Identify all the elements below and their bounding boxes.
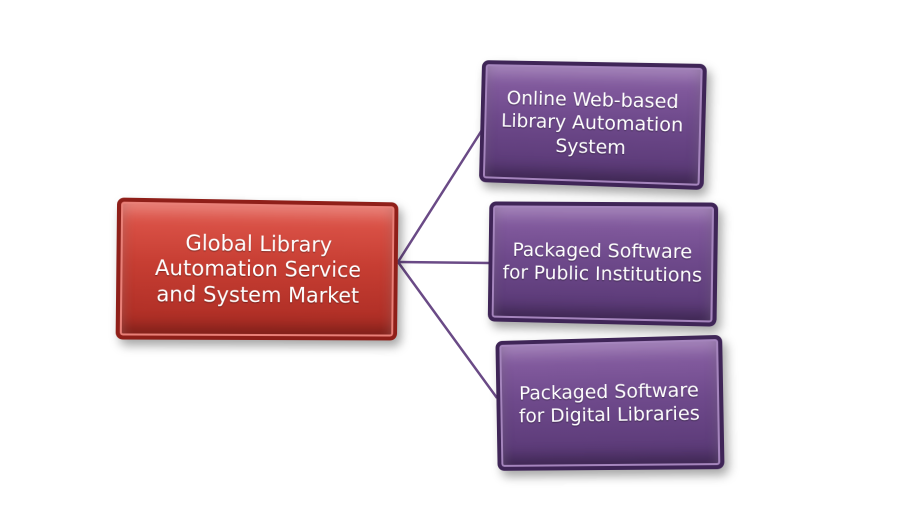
connector-root-to-web-based	[396, 129, 484, 263]
connector-root-to-digital-libraries	[396, 261, 499, 399]
child-node-text: Online Web-based Library Automation Syst…	[500, 87, 684, 161]
child-node-online-web-based-system: Online Web-based Library Automation Syst…	[478, 60, 707, 191]
connector-root-to-public-institutions	[397, 260, 491, 265]
child-node-text: Packaged Software for Public Institution…	[502, 239, 702, 288]
child-node-text: Packaged Software for Digital Libraries	[518, 379, 700, 429]
root-node-global-library-automation-market: Global Library Automation Service and Sy…	[115, 197, 399, 341]
child-3-line-1: Packaged Software	[518, 378, 699, 405]
child-node-packaged-software-digital-libraries: Packaged Software for Digital Libraries	[495, 334, 725, 471]
child-2-line-1: Packaged Software	[512, 238, 693, 264]
root-node-text: Global Library Automation Service and Sy…	[154, 231, 361, 309]
root-line-2: Automation Service	[154, 256, 362, 283]
child-node-packaged-software-public-institutions: Packaged Software for Public Institution…	[487, 201, 719, 327]
root-line-3: and System Market	[156, 281, 360, 308]
child-3-line-2: for Digital Libraries	[518, 402, 701, 428]
child-2-line-2: for Public Institutions	[502, 261, 703, 287]
root-line-1: Global Library	[185, 231, 333, 258]
